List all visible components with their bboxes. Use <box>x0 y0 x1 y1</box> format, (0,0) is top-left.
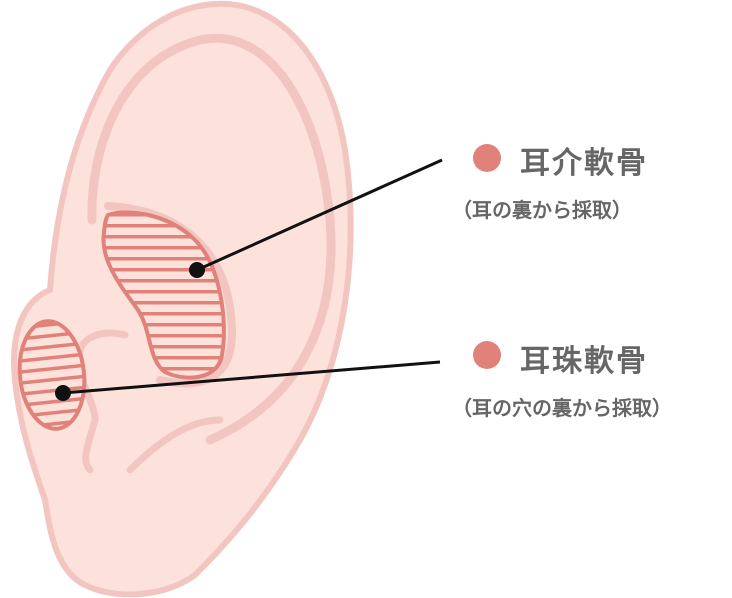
pointer-dot-concha <box>189 262 205 278</box>
label-concha-title: 耳介軟骨 <box>520 146 648 181</box>
pointer-dot-tragus <box>55 385 71 401</box>
label-tragus-title: 耳珠軟骨 <box>520 344 648 379</box>
tragus-cartilage <box>17 319 87 431</box>
bullet-dot <box>473 144 501 172</box>
pointer-line-concha <box>196 158 443 272</box>
label-concha-subtitle: （耳の裏から採取） <box>452 198 632 222</box>
concha-cartilage <box>101 210 226 380</box>
concha-fold <box>126 416 224 474</box>
label-tragus-subtitle: （耳の穴の裏から採取） <box>452 396 672 420</box>
bullet-dot <box>473 341 501 369</box>
helix-rim <box>87 33 336 445</box>
pointer-line-tragus <box>62 360 441 395</box>
